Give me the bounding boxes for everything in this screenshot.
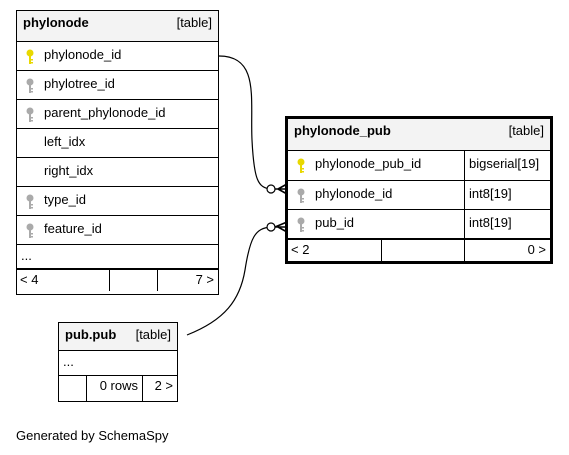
- more-columns-indicator: ...: [63, 354, 74, 369]
- edge-end-optional-marker: [266, 222, 276, 232]
- column-row[interactable]: pub_id int8[19]: [288, 210, 550, 239]
- column-row[interactable]: phylonode_id int8[19]: [288, 181, 550, 210]
- children-count[interactable]: 7 >: [195, 272, 214, 287]
- parents-count[interactable]: < 4: [20, 272, 39, 287]
- column-row[interactable]: phylotree_id: [17, 71, 218, 100]
- table-kind: [table]: [135, 327, 171, 342]
- children-count[interactable]: 2 >: [154, 378, 173, 393]
- primary-key-icon: [26, 49, 34, 64]
- foreign-key-icon: [26, 107, 34, 122]
- column-name: pub_id: [315, 215, 355, 230]
- column-name: parent_phylonode_id: [44, 105, 166, 120]
- foreign-key-icon: [26, 223, 34, 238]
- row-count: 0 rows: [99, 378, 138, 393]
- pub-table[interactable]: pub.pub [table] ... 0 rows 2 >: [58, 322, 178, 402]
- column-row[interactable]: parent_phylonode_id: [17, 100, 218, 129]
- table-kind: [table]: [508, 123, 544, 138]
- foreign-key-icon: [26, 78, 34, 93]
- phylonode-table[interactable]: phylonode [table] phylonode_id phylotree…: [16, 10, 219, 295]
- table-name: phylonode_pub: [294, 123, 391, 138]
- edge-phylonode-to-phylonode-pub: [218, 55, 272, 190]
- foreign-key-icon: [297, 217, 305, 232]
- more-columns-row: ...: [59, 351, 177, 376]
- column-name: type_id: [44, 192, 86, 207]
- table-footer: < 2 0 >: [288, 239, 550, 261]
- column-type: bigserial[19]: [469, 156, 540, 171]
- foreign-key-icon: [297, 188, 305, 203]
- column-name: feature_id: [44, 221, 102, 236]
- generated-by-credit: Generated by SchemaSpy: [16, 428, 169, 443]
- children-count[interactable]: 0 >: [527, 242, 546, 257]
- table-footer: 0 rows 2 >: [59, 376, 177, 401]
- phylonode-pub-table[interactable]: phylonode_pub [table] phylonode_pub_id b…: [285, 116, 553, 264]
- column-row[interactable]: phylonode_pub_id bigserial[19]: [288, 151, 550, 181]
- more-columns-indicator: ...: [21, 248, 32, 263]
- column-row[interactable]: feature_id: [17, 216, 218, 245]
- foreign-key-icon: [26, 194, 34, 209]
- column-name: right_idx: [44, 163, 94, 178]
- column-row[interactable]: right_idx: [17, 158, 218, 187]
- column-name: phylotree_id: [44, 76, 115, 91]
- primary-key-icon: [297, 158, 305, 173]
- table-footer: < 4 7 >: [17, 269, 218, 291]
- column-type: int8[19]: [469, 186, 512, 201]
- column-name: left_idx: [44, 134, 86, 149]
- column-row[interactable]: phylonode_id: [17, 42, 218, 71]
- column-row[interactable]: type_id: [17, 187, 218, 216]
- table-header[interactable]: phylonode_pub [table]: [288, 119, 550, 151]
- column-type: int8[19]: [469, 215, 512, 230]
- edge-end-optional-marker: [266, 184, 276, 194]
- table-header[interactable]: pub.pub [table]: [59, 323, 177, 351]
- column-name: phylonode_id: [315, 186, 393, 201]
- parents-count[interactable]: < 2: [291, 242, 310, 257]
- column-name: phylonode_id: [44, 47, 122, 62]
- table-name: phylonode: [23, 15, 89, 30]
- more-columns-row: ...: [17, 245, 218, 269]
- table-header[interactable]: phylonode [table]: [17, 11, 218, 42]
- column-name: phylonode_pub_id: [315, 156, 422, 171]
- table-name: pub.pub: [65, 327, 117, 342]
- table-kind: [table]: [176, 15, 212, 30]
- column-row[interactable]: left_idx: [17, 129, 218, 158]
